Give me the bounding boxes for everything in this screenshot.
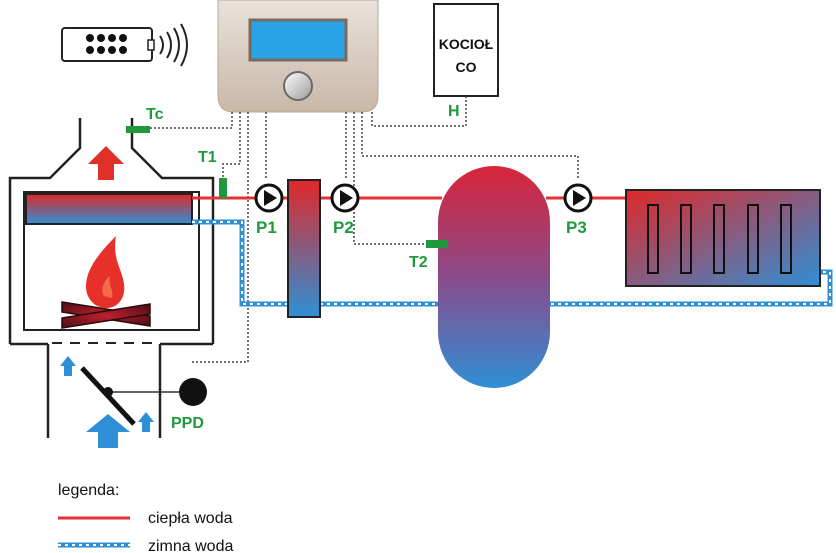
legend: legenda: ciepła woda zimna woda <box>58 482 233 553</box>
remote-control <box>61 23 188 67</box>
solid-fuel-boiler <box>8 118 215 438</box>
ppd-fan-icon <box>179 378 207 406</box>
label-t2: T2 <box>409 254 428 271</box>
legend-title: legenda: <box>58 482 119 499</box>
flame-icon <box>86 236 125 308</box>
air-arrow-small-right-icon <box>138 412 154 432</box>
air-damper <box>80 366 207 426</box>
label-p1: P1 <box>256 218 277 237</box>
co-boiler-line2: CO <box>456 59 477 75</box>
legend-cold-label: zimna woda <box>148 538 233 553</box>
pump-p3 <box>563 183 593 213</box>
label-tc: Tc <box>146 106 164 123</box>
controller-display <box>248 18 348 62</box>
pump-p2 <box>330 183 360 213</box>
buffer-tank <box>438 166 550 388</box>
pump-p1 <box>254 183 284 213</box>
label-p3: P3 <box>566 218 587 237</box>
co-boiler-box: KOCIOŁ CO <box>433 3 499 97</box>
plate-heat-exchanger <box>287 179 321 318</box>
sensor-tc <box>126 126 150 133</box>
label-h: H <box>448 103 460 120</box>
wood-logs-icon <box>61 301 151 329</box>
controller-unit <box>217 0 379 113</box>
label-ppd: PPD <box>171 415 204 432</box>
co-boiler-line1: KOCIOŁ <box>439 36 494 52</box>
radiator <box>625 189 821 287</box>
air-arrow-large-icon <box>86 414 130 448</box>
control-wires <box>137 96 579 363</box>
flame-highlight <box>102 276 113 298</box>
sensor-t2 <box>426 240 448 248</box>
label-t1: T1 <box>198 149 217 166</box>
controller-knob[interactable] <box>283 71 313 101</box>
air-arrow-small-left-icon <box>60 356 76 376</box>
sensor-t1 <box>219 178 227 198</box>
label-p2: P2 <box>333 218 354 237</box>
air-inlet-arrows <box>60 356 154 448</box>
boiler-heat-exchanger <box>25 193 193 225</box>
remote-buttons <box>86 34 127 54</box>
legend-hot-label: ciepła woda <box>148 510 233 527</box>
flue-gas-arrow-icon <box>88 146 124 180</box>
signal-waves-icon <box>159 23 188 67</box>
